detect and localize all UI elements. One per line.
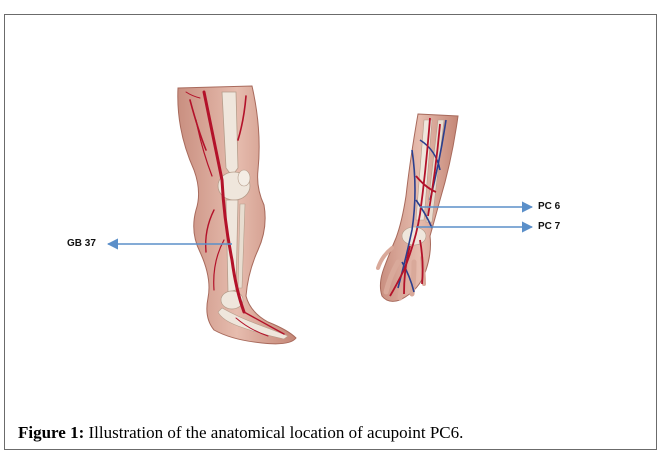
gb37-label: GB 37 — [67, 238, 96, 249]
pc6-label: PC 6 — [538, 201, 560, 212]
figure-caption-text: Illustration of the anatomical location … — [84, 423, 463, 442]
pc7-label: PC 7 — [538, 221, 560, 232]
figure-caption-lead: Figure 1: — [18, 423, 84, 442]
leg-illustration — [178, 86, 296, 344]
figure-caption: Figure 1: Illustration of the anatomical… — [18, 423, 463, 443]
